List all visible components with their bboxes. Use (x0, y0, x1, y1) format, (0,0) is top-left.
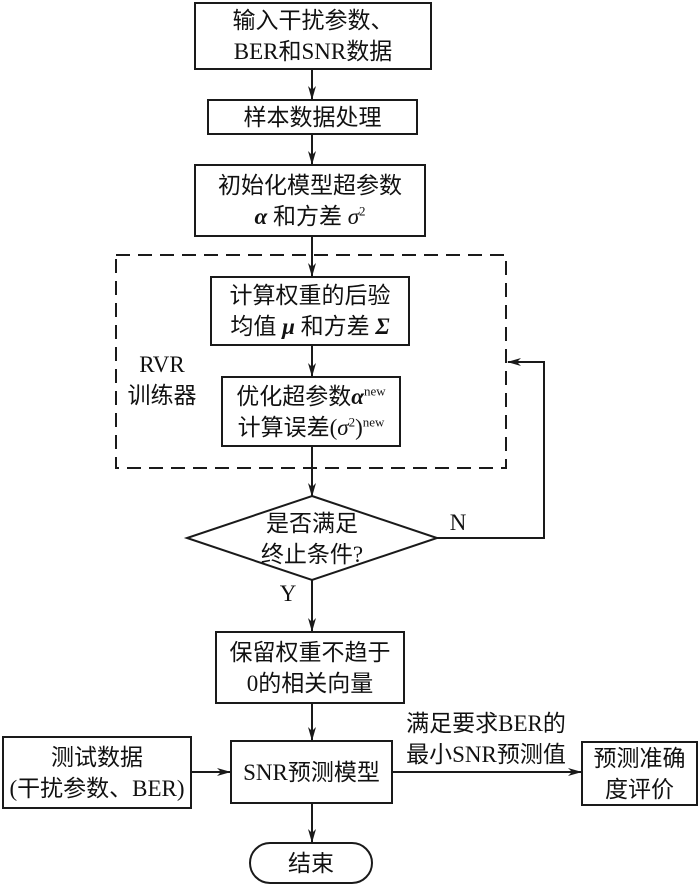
decision-line2: 终止条件? (260, 542, 364, 567)
accuracy-evaluation-line2: 度评价 (605, 776, 674, 802)
optimize-line2: 计算误差(σ2)new (238, 412, 385, 443)
init-hyperparams-box: 初始化模型超参数 α 和方差 σ2 (194, 164, 426, 237)
rvr-trainer-line2: 训练器 (127, 383, 197, 408)
optimize-box: 优化超参数αnew 计算误差(σ2)new (221, 376, 401, 447)
output-edge-label: 满足要求BER的 最小SNR预测值 (396, 708, 576, 770)
alpha-new-symbol: α (351, 383, 365, 409)
output-edge-line2: 最小SNR预测值 (406, 742, 566, 767)
error-text: 计算误差( (237, 414, 338, 440)
Sigma-symbol: Σ (375, 314, 390, 339)
decision-line1: 是否满足 (266, 511, 358, 536)
optimize-line1: 优化超参数αnew (236, 381, 385, 412)
snr-model-box: SNR预测模型 (230, 740, 393, 804)
sample-processing-box: 样本数据处理 (207, 99, 418, 135)
init-hyperparams-line2: α 和方差 σ2 (254, 201, 365, 232)
test-data-box: 测试数据 (干扰参数、BER) (2, 736, 192, 809)
posterior-box: 计算权重的后验 均值 μ 和方差 Σ (210, 276, 410, 346)
sigma-symbol: σ (347, 203, 360, 229)
output-edge-line1: 满足要求BER的 (406, 711, 566, 736)
arrow-decision-no-loop (437, 358, 545, 539)
input-data-box: 输入干扰参数、 BER和SNR数据 (194, 2, 432, 70)
posterior-text2: 和方差 (294, 314, 376, 339)
accuracy-evaluation-line1: 预测准确 (593, 745, 686, 771)
snr-model-label: SNR预测模型 (243, 759, 380, 785)
retain-vectors-line1: 保留权重不趋于 (229, 639, 391, 665)
init-hyperparams-line1: 初始化模型超参数 (218, 172, 402, 198)
edge-label-no: N (449, 510, 467, 535)
decision-diamond (183, 494, 441, 582)
sigma-new-exponent: 2 (348, 413, 356, 429)
sigma-exponent: 2 (359, 202, 366, 218)
sample-processing-label: 样本数据处理 (243, 104, 382, 130)
edge-label-yes: Y (279, 581, 297, 606)
init-text: 和方差 (267, 203, 348, 229)
accuracy-evaluation-box: 预测准确 度评价 (581, 741, 698, 806)
sigma-new-superscript: new (362, 413, 385, 429)
end-terminal: 结束 (249, 842, 373, 884)
test-data-line1: 测试数据 (51, 744, 143, 770)
retain-vectors-box: 保留权重不趋于 0的相关向量 (215, 631, 405, 704)
rvr-trainer-line1: RVR (139, 352, 185, 377)
optimize-text: 优化超参数 (236, 383, 352, 409)
retain-vectors-line2: 0的相关向量 (246, 670, 374, 696)
alpha-symbol: α (254, 203, 268, 229)
close-paren: ) (355, 414, 363, 440)
end-label: 结束 (288, 850, 334, 876)
sigma-new-symbol: σ (337, 414, 349, 440)
posterior-text1: 均值 (230, 314, 283, 339)
input-data-line2: BER和SNR数据 (233, 39, 393, 64)
alpha-new-superscript: new (364, 382, 386, 398)
rvr-trainer-label: RVR 训练器 (122, 349, 202, 411)
decision-label: 是否满足 终止条件? (232, 508, 392, 570)
test-data-line2: (干扰参数、BER) (9, 775, 185, 801)
mu-symbol: μ (282, 314, 295, 339)
posterior-line1: 计算权重的后验 (229, 283, 391, 308)
posterior-line2: 均值 μ 和方差 Σ (230, 311, 389, 342)
input-data-line1: 输入干扰参数、 (232, 8, 394, 33)
